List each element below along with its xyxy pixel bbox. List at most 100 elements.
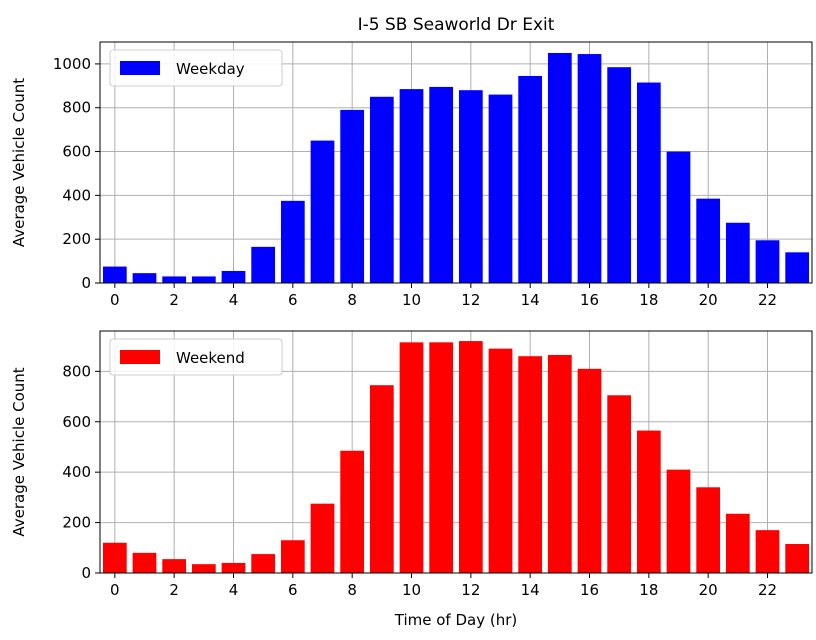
x-tick-label: 4	[229, 581, 239, 599]
bar-weekday-hour-21	[725, 222, 750, 283]
bar-weekend-hour-15	[547, 354, 572, 573]
x-tick-label: 8	[347, 581, 357, 599]
bar-weekend-hour-22	[755, 530, 780, 573]
bar-weekday-hour-3	[191, 276, 216, 283]
chart-panel-1: 0 2 4 6 8 10 12 14 16 18 20 22 0 200 400 600 800 1000Aver…	[10, 15, 813, 309]
x-tick-label: 22	[758, 291, 777, 309]
x-tick-label: 20	[699, 581, 718, 599]
bar-weekday-hour-14	[518, 75, 543, 283]
chart-title: I-5 SB Seaworld Dr Exit	[358, 15, 555, 35]
legend: Weekday	[109, 49, 283, 87]
x-tick-label: 4	[229, 291, 239, 309]
bar-weekday-hour-5	[251, 246, 276, 283]
bar-weekday-hour-12	[458, 90, 483, 283]
legend-box	[109, 338, 283, 376]
x-tick-label: 0	[110, 291, 120, 309]
bar-weekend-hour-6	[280, 540, 305, 573]
y-tick-label: 1000	[53, 55, 91, 73]
bar-weekday-hour-17	[607, 67, 632, 283]
y-tick-label: 400	[62, 186, 91, 204]
bar-weekend-hour-5	[251, 554, 276, 573]
y-tick-label: 600	[62, 413, 91, 431]
bar-weekend-hour-23	[785, 544, 810, 573]
bar-weekend-hour-1	[132, 552, 157, 573]
y-tick-label: 400	[62, 463, 91, 481]
x-tick-label: 18	[639, 581, 658, 599]
bar-weekday-hour-4	[221, 270, 246, 283]
y-tick-label: 0	[81, 564, 91, 582]
y-axis-label: Average Vehicle Count	[10, 78, 28, 247]
y-tick-label: 200	[62, 514, 91, 532]
x-tick-label: 0	[110, 581, 120, 599]
bar-weekend-hour-21	[725, 513, 750, 573]
bar-weekend-hour-8	[340, 450, 365, 573]
y-tick-label: 800	[62, 362, 91, 380]
bar-weekend-hour-7	[310, 503, 335, 573]
x-tick-label: 10	[402, 581, 421, 599]
bar-weekend-hour-16	[577, 368, 602, 573]
bar-weekend-hour-0	[102, 542, 127, 573]
bar-weekend-hour-10	[399, 342, 424, 573]
bar-weekday-hour-16	[577, 54, 602, 283]
bar-weekday-hour-0	[102, 266, 127, 283]
x-tick-label: 14	[521, 291, 540, 309]
bar-weekend-hour-4	[221, 562, 246, 573]
bar-weekend-hour-13	[488, 348, 513, 573]
bar-weekend-hour-2	[162, 559, 187, 573]
legend-label: Weekday	[176, 60, 245, 78]
legend-label: Weekend	[176, 349, 245, 367]
bar-weekend-hour-20	[696, 487, 721, 573]
plot-frame	[99, 330, 813, 574]
bar-weekend-hour-14	[518, 356, 543, 573]
bar-weekday-hour-22	[755, 240, 780, 283]
x-tick-label: 6	[288, 291, 298, 309]
y-tick-label: 600	[62, 143, 91, 161]
x-tick-label: 12	[461, 291, 480, 309]
bar-weekday-hour-13	[488, 94, 513, 283]
y-tick-label: 0	[81, 274, 91, 292]
y-tick-label: 200	[62, 230, 91, 248]
bar-weekday-hour-7	[310, 140, 335, 283]
x-tick-label: 8	[347, 291, 357, 309]
chart-panel-2: 0 2 4 6 8 10 12 14 16 18 20 22 0 200 400 600 800 Average …	[10, 330, 813, 629]
y-axis-label: Average Vehicle Count	[10, 367, 28, 536]
bar-weekday-hour-9	[369, 96, 394, 283]
x-tick-label: 22	[758, 581, 777, 599]
x-tick-label: 2	[169, 581, 179, 599]
bar-weekday-hour-11	[429, 86, 454, 283]
x-tick-label: 18	[639, 291, 658, 309]
x-tick-label: 6	[288, 581, 298, 599]
x-axis-label: Time of Day (hr)	[394, 611, 517, 629]
y-tick-label: 800	[62, 99, 91, 117]
bar-weekday-hour-2	[162, 276, 187, 283]
bar-weekday-hour-10	[399, 89, 424, 283]
legend-box	[109, 49, 283, 87]
bar-weekend-hour-11	[429, 342, 454, 573]
x-tick-label: 14	[521, 581, 540, 599]
bar-weekend-hour-12	[458, 341, 483, 573]
bar-weekday-hour-1	[132, 273, 157, 283]
x-tick-label: 16	[580, 291, 599, 309]
bar-weekend-hour-17	[607, 395, 632, 573]
bar-weekend-hour-3	[191, 564, 216, 573]
x-tick-label: 12	[461, 581, 480, 599]
x-tick-label: 20	[699, 291, 718, 309]
legend-swatch	[120, 61, 160, 75]
x-tick-label: 10	[402, 291, 421, 309]
bar-weekend-hour-9	[369, 385, 394, 573]
x-tick-label: 2	[169, 291, 179, 309]
x-tick-label: 16	[580, 581, 599, 599]
bar-weekday-hour-23	[785, 252, 810, 283]
bar-weekday-hour-6	[280, 200, 305, 283]
bar-weekday-hour-8	[340, 109, 365, 283]
bar-weekday-hour-15	[547, 52, 572, 283]
legend: Weekend	[109, 338, 283, 376]
bar-weekday-hour-20	[696, 198, 721, 283]
bar-weekday-hour-18	[636, 82, 661, 283]
legend-swatch	[120, 350, 160, 364]
plot-frame	[99, 41, 813, 284]
bar-weekday-hour-19	[666, 151, 691, 283]
bar-weekend-hour-19	[666, 469, 691, 573]
